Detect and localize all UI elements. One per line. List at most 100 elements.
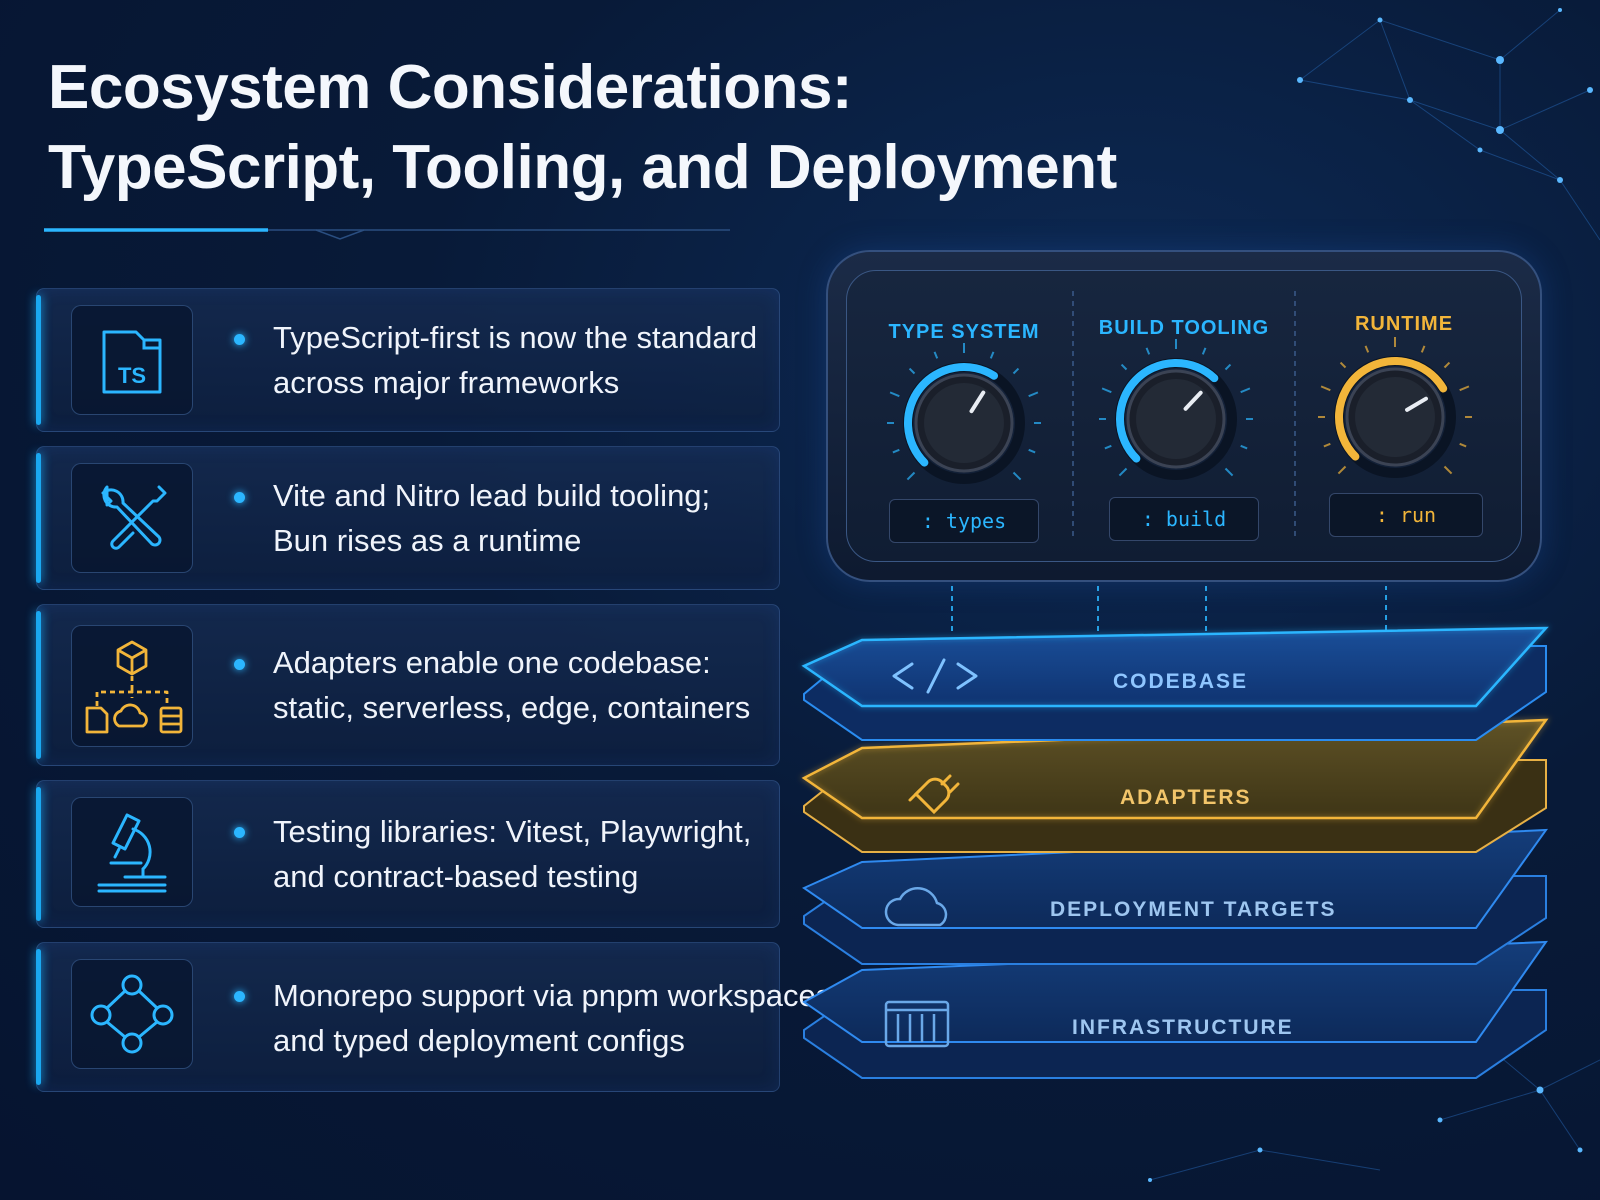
- layer-codebase: [799, 625, 1551, 741]
- knob-tick: [1337, 465, 1347, 475]
- knob-tick: [1101, 387, 1112, 394]
- knob-tick: [1224, 363, 1232, 371]
- control-console: TYPE SYSTEM BUILD TOOLING RUNTIME : type…: [826, 250, 1542, 582]
- plug-icon: [908, 774, 960, 815]
- bullet-card-tooling: Vite and Nitro lead build tooling; Bun r…: [36, 446, 780, 590]
- icon-tile: [71, 463, 193, 573]
- bullet-text: TypeScript-first is now the standard acr…: [273, 315, 771, 405]
- knob-build-tooling[interactable]: [847, 271, 1527, 567]
- title-line-1: Ecosystem Considerations:: [48, 53, 853, 122]
- knob-tick: [1118, 467, 1128, 477]
- knob-tick: [1028, 448, 1036, 454]
- bullet-text: Vite and Nitro lead build tooling; Bun r…: [273, 473, 771, 563]
- icon-tile: [71, 625, 193, 747]
- title-underline: [44, 228, 730, 240]
- knob-tick: [1339, 361, 1347, 369]
- knob-cap: [924, 383, 1004, 463]
- type-system-field: : types: [889, 499, 1039, 543]
- runtime-field: : run: [1329, 493, 1483, 537]
- knob-tick: [1459, 442, 1467, 448]
- knob-label-runtime: RUNTIME: [1354, 313, 1454, 335]
- knob-tick: [1120, 363, 1128, 371]
- bullet-dot: [234, 827, 245, 838]
- layer-label-infrastructure: INFRASTRUCTURE: [1072, 1016, 1294, 1039]
- adapter-network-icon: [85, 640, 183, 734]
- knob-tick: [889, 391, 900, 398]
- bullet-list: TS TypeScript-first is now the standard …: [36, 288, 832, 1106]
- bullet-card-monorepo: Monorepo support via pnpm workspaces and…: [36, 942, 832, 1092]
- knob-label-type-system: TYPE SYSTEM: [888, 321, 1040, 343]
- knob-tick: [1320, 385, 1331, 392]
- cloud-icon: [884, 887, 948, 927]
- bullet-line: Vite and Nitro lead build tooling;: [273, 478, 711, 513]
- knob-tick: [1145, 347, 1151, 355]
- bullet-text: Adapters enable one codebase: static, se…: [273, 640, 771, 730]
- knob-tick: [1364, 345, 1370, 353]
- icon-tile: TS: [71, 305, 193, 415]
- graph-nodes-icon: [90, 974, 174, 1054]
- knob-level-arc: [1116, 359, 1219, 463]
- bullet-dot: [234, 991, 245, 1002]
- bullet-dot: [234, 659, 245, 670]
- microscope-icon: [97, 813, 167, 893]
- knob-pointer: [969, 390, 986, 414]
- knob-tick: [1201, 347, 1207, 355]
- bullet-card-adapters: Adapters enable one codebase: static, se…: [36, 604, 780, 766]
- knob-tick: [1323, 442, 1331, 448]
- layer-label-codebase: CODEBASE: [1113, 670, 1249, 693]
- knob-label-build-tooling: BUILD TOOLING: [1098, 317, 1270, 339]
- knob-tick: [1443, 465, 1453, 475]
- bullet-card-typescript: TS TypeScript-first is now the standard …: [36, 288, 780, 432]
- bullet-line: and typed deployment configs: [273, 1023, 685, 1058]
- bullet-line: across major frameworks: [273, 365, 620, 400]
- layer-deployment-targets: [801, 828, 1549, 965]
- build-tooling-field: : build: [1109, 497, 1259, 541]
- knob-pointer: [1183, 390, 1203, 411]
- title-line-2: TypeScript, Tooling, and Deployment: [48, 133, 1117, 202]
- server-rack-icon: [884, 1000, 950, 1048]
- bullet-line: Bun rises as a runtime: [273, 523, 582, 558]
- icon-tile: [71, 797, 193, 907]
- knob-runtime[interactable]: [847, 271, 1527, 567]
- layer-adapters: [800, 717, 1551, 853]
- knob-tick: [933, 351, 939, 359]
- knob-tick: [1104, 444, 1112, 450]
- bullet-line: static, serverless, edge, containers: [273, 690, 751, 725]
- code-icon: [892, 658, 978, 694]
- layer-label-deployment-targets: DEPLOYMENT TARGETS: [1050, 898, 1337, 921]
- bullet-dot: [234, 334, 245, 345]
- layer-infrastructure: [802, 940, 1548, 1079]
- bullet-line: Monorepo support via pnpm workspaces: [273, 978, 832, 1013]
- typescript-file-icon: TS: [102, 330, 162, 394]
- bullet-line: TypeScript-first is now the standard: [273, 320, 758, 355]
- knob-level-arc: [1335, 357, 1448, 461]
- bullet-text: Monorepo support via pnpm workspaces and…: [273, 973, 832, 1063]
- bullet-line: Adapters enable one codebase:: [273, 645, 711, 680]
- knob-tick: [1240, 387, 1251, 394]
- knob-tick: [1224, 467, 1234, 477]
- knob-tick: [906, 471, 916, 481]
- knob-tick: [908, 367, 916, 375]
- knob-tick: [1420, 345, 1426, 353]
- knob-tick: [989, 351, 995, 359]
- bullet-line: Testing libraries: Vitest, Playwright,: [273, 814, 752, 849]
- knob-pointer: [1405, 396, 1428, 412]
- layer-label-adapters: ADAPTERS: [1120, 786, 1252, 809]
- tools-icon: [101, 485, 167, 550]
- bullet-card-testing: Testing libraries: Vitest, Playwright, a…: [36, 780, 780, 928]
- knob-tick: [1443, 361, 1451, 369]
- knob-level-arc: [904, 363, 999, 467]
- knob-tick: [1012, 471, 1022, 481]
- bullet-line: and contract-based testing: [273, 859, 639, 894]
- ts-badge: TS: [118, 363, 146, 388]
- console-panel: TYPE SYSTEM BUILD TOOLING RUNTIME : type…: [846, 270, 1522, 562]
- icon-tile: [71, 959, 193, 1069]
- knob-tick: [1459, 385, 1470, 392]
- knob-tick: [892, 448, 900, 454]
- knob-cap: [1355, 377, 1435, 457]
- console-dividers: [1072, 291, 1296, 541]
- bullet-dot: [234, 492, 245, 503]
- page-title: Ecosystem Considerations: TypeScript, To…: [48, 48, 1117, 208]
- knob-type-system[interactable]: [847, 271, 1527, 567]
